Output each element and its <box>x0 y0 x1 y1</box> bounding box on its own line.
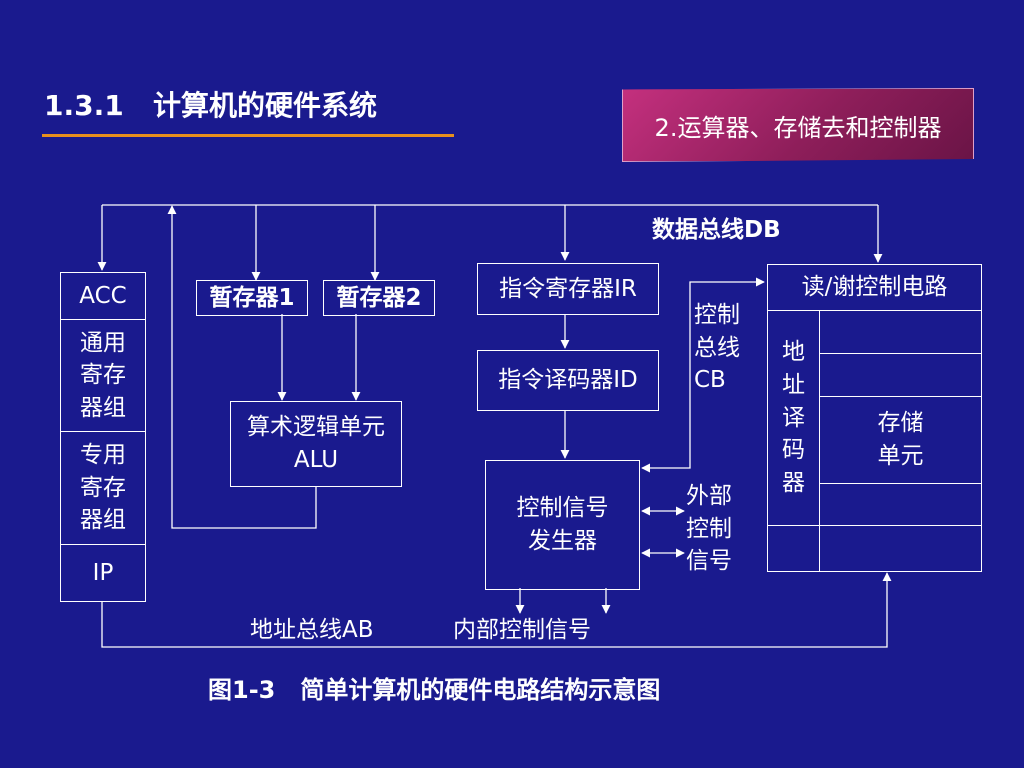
storage-unit: 存储 单元 <box>819 396 982 484</box>
special-register-group: 专用 寄存 器组 <box>60 431 146 545</box>
alu-output-loop <box>167 205 317 529</box>
general-register-group: 通用 寄存 器组 <box>60 319 146 432</box>
address-bus-line <box>101 572 892 648</box>
memory-cell-4 <box>819 483 982 526</box>
rw-control-circuit: 读/谢控制电路 <box>767 264 982 311</box>
acc-register: ACC <box>60 272 146 320</box>
control-bus-label: 控制 总线 CB <box>694 302 740 394</box>
page-title: 1.3.1 计算机的硬件系统 <box>44 89 377 122</box>
instruction-decoder: 指令译码器ID <box>477 350 659 411</box>
address-decoder: 地 址 译 码 器 <box>767 310 820 526</box>
control-bus-line <box>641 277 765 473</box>
figure-caption: 图1-3 简单计算机的硬件电路结构示意图 <box>208 676 661 704</box>
instruction-register: 指令寄存器IR <box>477 263 659 315</box>
internal-control-label: 内部控制信号 <box>453 617 591 643</box>
address-decoder-bottom-cell <box>767 525 820 572</box>
ip-register: IP <box>60 544 146 602</box>
control-signal-generator: 控制信号 发生器 <box>485 460 640 590</box>
external-control-label: 外部 控制 信号 <box>686 483 732 575</box>
data-bus-label: 数据总线DB <box>652 217 781 243</box>
memory-cell-2 <box>819 353 982 397</box>
address-bus-label: 地址总线AB <box>250 617 374 643</box>
memory-cell-1 <box>819 310 982 354</box>
memory-cell-5 <box>819 525 982 572</box>
title-underline <box>42 134 454 137</box>
temp-register-2: 暂存器2 <box>323 280 435 316</box>
alu-box: 算术逻辑单元 ALU <box>230 401 402 487</box>
temp-register-1: 暂存器1 <box>196 280 308 316</box>
subtitle-badge-text: 2.运算器、存储去和控制器 <box>654 113 942 142</box>
